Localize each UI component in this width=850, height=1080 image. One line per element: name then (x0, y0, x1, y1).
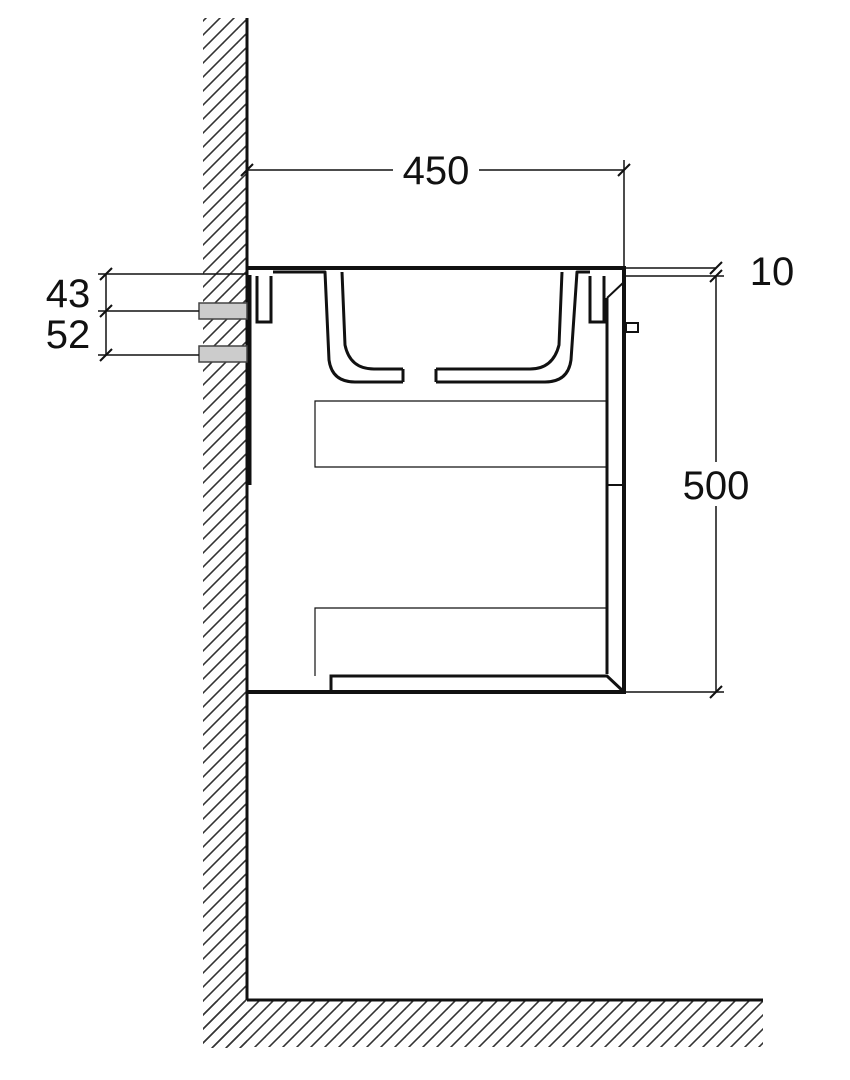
dim-width-tick-left (240, 163, 254, 177)
sink-basin-right-outer (436, 270, 590, 384)
sink-basin-left-inner (340, 271, 403, 371)
wall (203, 18, 249, 1048)
floor (203, 998, 763, 1047)
wall-pipes (198, 302, 248, 363)
dim-height-tick-bottom (709, 685, 723, 699)
sink-bracket-left (255, 276, 273, 324)
dim-width-label: 450 (403, 149, 470, 193)
dim-pipe-lower-label: 52 (46, 313, 91, 357)
dim-height-tick-top (709, 269, 723, 283)
dim-pipe-tick-bottom (99, 348, 113, 362)
dim-height-label: 500 (683, 464, 750, 508)
dimension-lines (98, 160, 724, 699)
drawer-handle-icon (625, 322, 639, 333)
sink-basin-left-outer (273, 270, 403, 384)
sink-bracket-right (588, 276, 606, 324)
dim-height-label-bg (674, 462, 758, 506)
dim-pipe-tick-mid (99, 304, 113, 318)
dim-pipe-upper-label: 43 (46, 272, 91, 316)
floor-hatch (203, 1001, 763, 1047)
dim-width-label-bg (393, 148, 479, 190)
dim-pipe-tick-top (99, 267, 113, 281)
drawer-bottom-plate (329, 674, 626, 694)
sink-basin-right-inner (436, 271, 564, 371)
dim-width-tick-right (617, 163, 631, 177)
dim-top-thickness-label: 10 (750, 250, 795, 294)
inner-drawer-lower (314, 607, 607, 676)
inner-drawer-upper (314, 400, 607, 468)
sink-basin (273, 270, 590, 384)
dim-top-tick (709, 261, 723, 275)
pipe-lower-icon (198, 345, 248, 363)
pipe-upper-icon (198, 302, 248, 320)
cabinet (247, 266, 639, 694)
front-panel-bevel (606, 281, 625, 299)
wall-hatch (203, 18, 247, 1048)
